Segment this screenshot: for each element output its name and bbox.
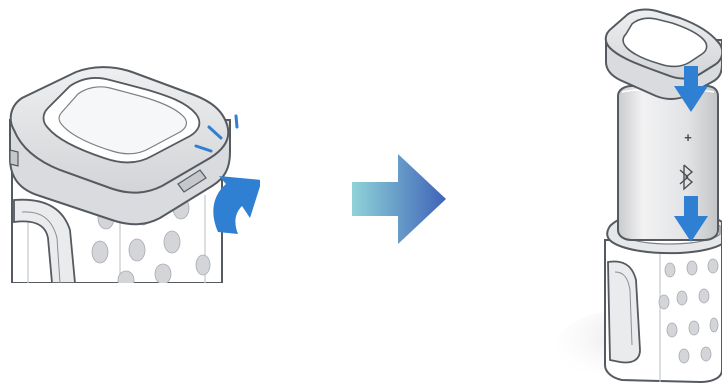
volume-up-button-glyph: + — [684, 130, 692, 145]
lid-right — [606, 10, 722, 99]
step-2-illustration: + — [555, 10, 722, 383]
step-1-illustration — [10, 67, 262, 289]
right-arrow-icon — [352, 154, 446, 244]
